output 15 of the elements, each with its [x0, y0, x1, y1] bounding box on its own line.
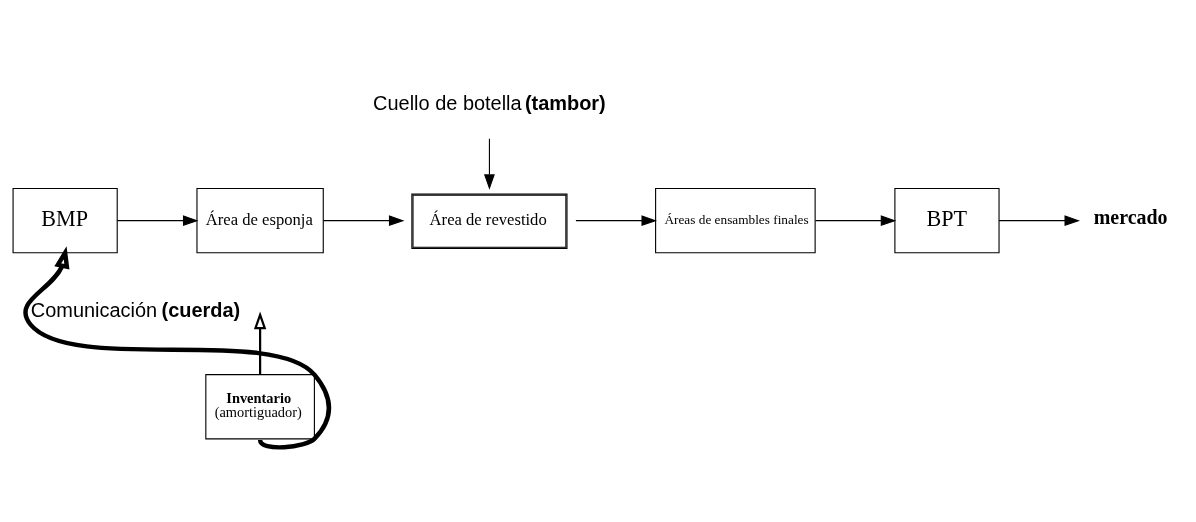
node-box: BPT [894, 188, 1000, 254]
arrow [815, 215, 897, 227]
node-box: Inventario (amortiguador) [205, 374, 315, 440]
arrow [998, 215, 1080, 227]
node-box: Áreas de ensambles finales [655, 188, 816, 254]
node-box: Área de esponja [196, 188, 324, 254]
arrow [116, 215, 199, 227]
node-text: mercado [1093, 206, 1168, 229]
arrow [575, 215, 657, 227]
node-box: BMP [12, 188, 118, 254]
arrow [253, 311, 267, 375]
edge-label: Comunicación (cuerda) [30, 299, 241, 322]
arrow [322, 215, 405, 227]
arrow [484, 138, 495, 190]
node-text: Cuello de botella (tambor) [373, 92, 606, 115]
